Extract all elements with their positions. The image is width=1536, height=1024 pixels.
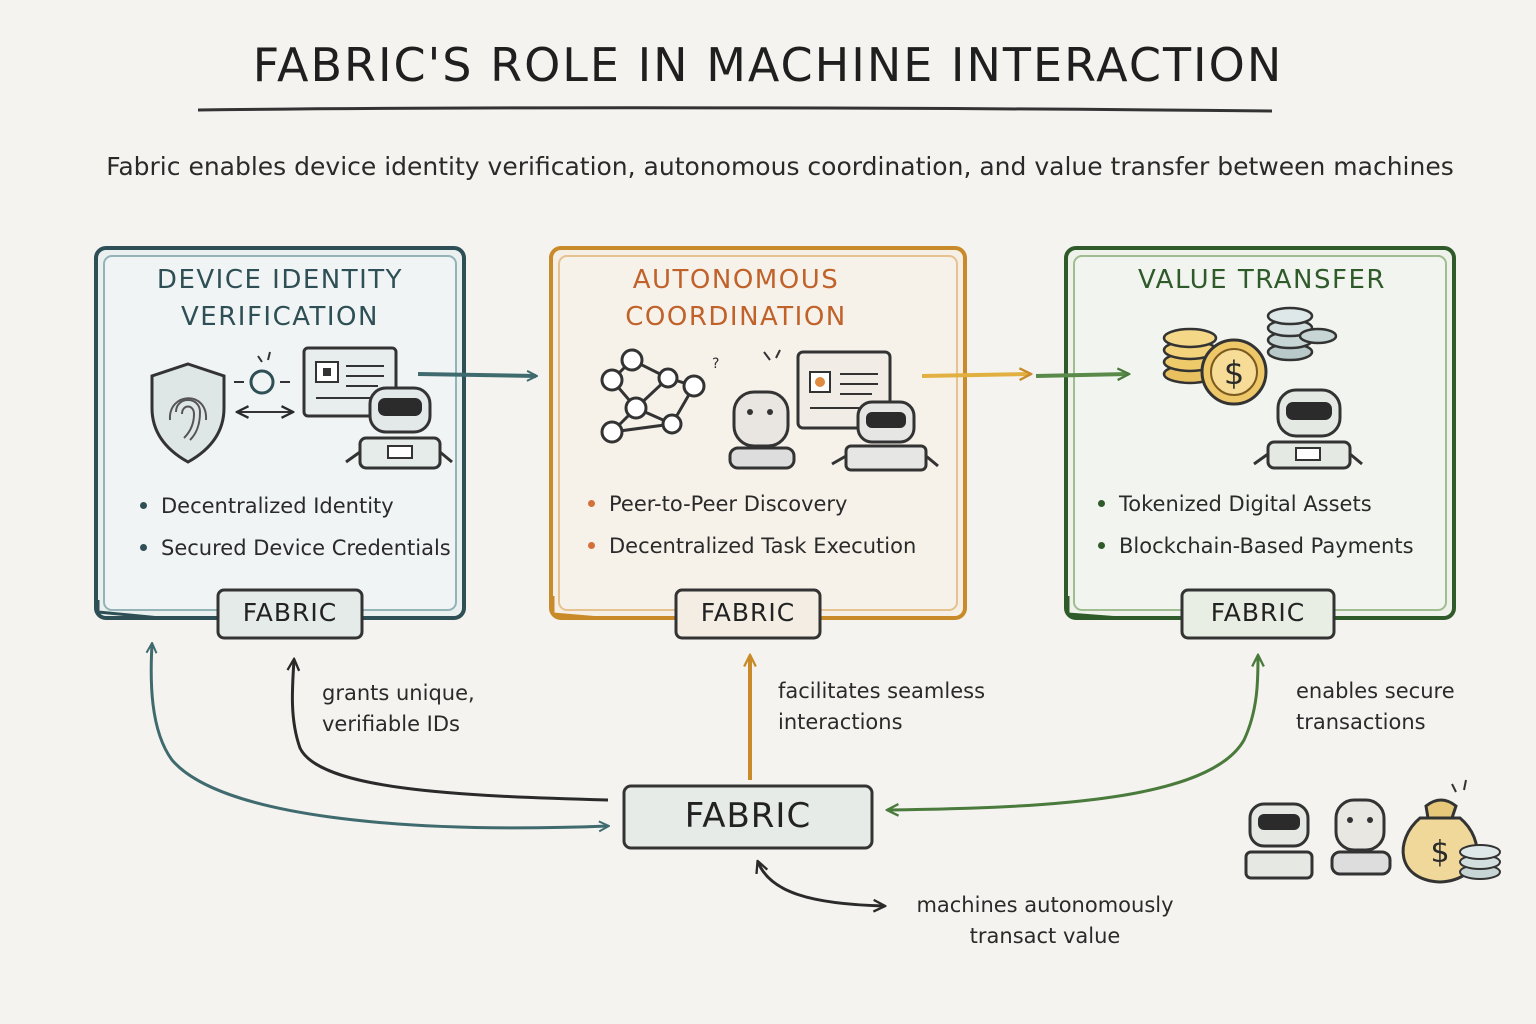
coordination-bullet-2: Decentralized Task Execution — [588, 534, 916, 558]
coordination-bullet-2-text: Decentralized Task Execution — [609, 534, 917, 558]
identity-bullet-2-text: Secured Device Credentials — [161, 536, 451, 560]
bullet-dot — [140, 543, 147, 551]
robot-icon: ? — [712, 349, 796, 470]
hub-note: machines autonomously transact value — [900, 890, 1190, 952]
coordination-fabric-tag-frame — [674, 588, 822, 640]
link-connector-icon — [234, 351, 292, 412]
hub-fabric-label: FABRIC — [684, 796, 812, 836]
value-box — [1064, 246, 1456, 620]
coins-icon — [1162, 306, 1338, 385]
bullet-dot — [588, 499, 595, 507]
svg-text:?: ? — [712, 356, 719, 372]
identity-bullet-1-text: Decentralized Identity — [161, 494, 394, 518]
value-note-line1: enables secure — [1296, 679, 1455, 703]
coordination-fabric-tag: FABRIC — [700, 598, 796, 627]
coordination-note-line1: facilitates seamless — [778, 679, 986, 703]
robot-icon — [1253, 388, 1363, 470]
hub-note-line1: machines autonomously — [916, 893, 1174, 917]
arrow-hub-to-value — [888, 656, 1258, 810]
identity-note: grants unique, verifiable IDs — [322, 678, 475, 740]
arrow-hub-to-identity-outer — [151, 644, 608, 828]
value-fabric-tag-frame — [1180, 588, 1336, 640]
identity-fabric-tag-frame — [216, 588, 364, 640]
value-bullet-2: Blockchain-Based Payments — [1098, 534, 1414, 558]
coordination-bullet-1: Peer-to-Peer Discovery — [588, 492, 848, 516]
robot-icon — [345, 386, 453, 470]
arrow-hub-to-identity-inner — [292, 660, 609, 802]
robot-icon — [831, 400, 939, 472]
hub-frame — [622, 784, 874, 850]
value-fabric-tag: FABRIC — [1210, 598, 1306, 627]
arrow-hub-to-transact — [758, 862, 884, 906]
coordination-note-line2: interactions — [778, 710, 903, 734]
identity-note-line1: grants unique, — [322, 681, 475, 705]
page-title: FABRIC'S ROLE IN MACHINE INTERACTION — [252, 38, 1284, 92]
identity-box-title: DEVICE IDENTITY VERIFICATION — [96, 262, 464, 336]
robot-icon — [1330, 798, 1392, 876]
title-underline — [197, 106, 1273, 113]
identity-bullet-2: Secured Device Credentials — [140, 536, 451, 560]
identity-title-line2: VERIFICATION — [181, 302, 379, 332]
network-graph-icon — [600, 348, 706, 444]
coordination-title-line2: COORDINATION — [625, 302, 847, 332]
money-bag-icon: $ — [1401, 779, 1501, 884]
coordination-note: facilitates seamless interactions — [778, 676, 985, 738]
value-bullet-2-text: Blockchain-Based Payments — [1119, 534, 1414, 558]
arrow-identity-to-coordination — [417, 374, 536, 376]
coordination-box-title: AUTONOMOUS COORDINATION — [551, 262, 921, 336]
identity-bullet-1: Decentralized Identity — [140, 494, 394, 518]
dollar-coin-icon: $ — [1200, 338, 1268, 406]
arrow-coordination-to-value-green — [1035, 374, 1128, 376]
hub-note-line2: transact value — [969, 924, 1121, 948]
identity-fabric-tag: FABRIC — [242, 598, 338, 627]
value-note-line2: transactions — [1296, 710, 1426, 734]
arrow-coordination-to-value-orange — [921, 374, 1030, 376]
coordination-bullet-1-text: Peer-to-Peer Discovery — [609, 492, 848, 516]
bullet-dot — [1098, 499, 1105, 507]
shield-fingerprint-icon — [150, 362, 226, 464]
svg-text:$: $ — [1430, 835, 1449, 870]
value-box-title: VALUE TRANSFER — [1076, 262, 1448, 299]
identity-box — [94, 246, 466, 620]
value-bullet-1-text: Tokenized Digital Assets — [1119, 492, 1372, 516]
identity-note-line2: verifiable IDs — [322, 712, 460, 736]
value-bullet-1: Tokenized Digital Assets — [1098, 492, 1372, 516]
svg-text:$: $ — [1224, 354, 1244, 392]
bullet-dot — [588, 541, 595, 549]
coordination-title-line1: AUTONOMOUS — [632, 265, 840, 295]
identity-title-line1: DEVICE IDENTITY — [156, 265, 404, 295]
bullet-dot — [1098, 541, 1105, 549]
page-subtitle: Fabric enables device identity verificat… — [106, 152, 1454, 181]
robot-icon — [1244, 802, 1314, 880]
value-title-line1: VALUE TRANSFER — [1138, 265, 1386, 295]
bullet-dot — [140, 501, 147, 509]
value-note: enables secure transactions — [1296, 676, 1455, 738]
